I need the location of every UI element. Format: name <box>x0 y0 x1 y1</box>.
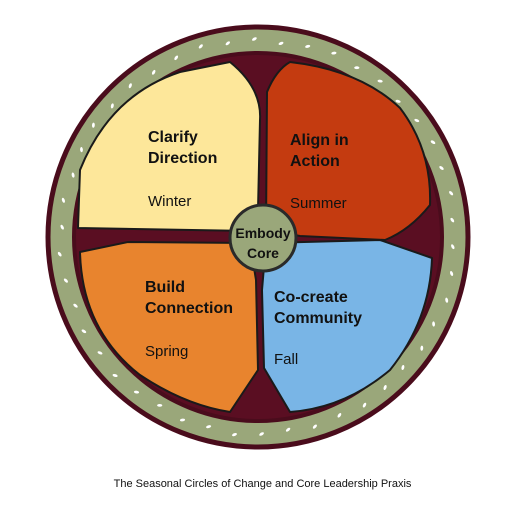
core-line2: Core <box>247 245 279 261</box>
quadrant-spring <box>79 241 259 413</box>
ring-dot <box>252 37 257 41</box>
winter-title-line2: Direction <box>148 150 217 167</box>
ring-dot <box>133 390 140 394</box>
ring-dot <box>449 191 454 196</box>
ring-dot <box>450 270 454 277</box>
quadrant-winter <box>77 61 262 232</box>
ring-dot <box>354 66 360 70</box>
winter-season: Winter <box>148 193 191 210</box>
diagram-caption: The Seasonal Circles of Change and Core … <box>113 478 412 490</box>
ring-dot <box>206 425 212 429</box>
ring-dot <box>151 69 156 75</box>
ring-dot <box>451 244 455 250</box>
ring-dot <box>174 55 179 61</box>
ring-dot <box>377 79 383 83</box>
ring-dot <box>414 118 420 123</box>
ring-dot <box>395 99 401 103</box>
ring-dot <box>110 103 114 109</box>
summer-title-line1: Align in <box>290 132 349 149</box>
ring-dot <box>362 402 367 408</box>
ring-dot <box>232 432 237 437</box>
ring-dot <box>337 413 342 418</box>
ring-dot <box>63 278 68 283</box>
ring-dot <box>157 404 163 407</box>
ring-dot <box>285 427 291 432</box>
fall-title-line1: Co-create <box>274 289 348 306</box>
ring-dot <box>60 224 64 230</box>
fall-season: Fall <box>274 351 298 368</box>
ring-dots <box>57 37 455 437</box>
ring-dot <box>198 44 203 49</box>
ring-dot <box>80 147 83 153</box>
ring-dot <box>450 217 455 223</box>
ring-dot <box>97 351 103 355</box>
ring-dot <box>312 424 317 429</box>
quadrant-summer <box>265 61 432 241</box>
ring-dot <box>61 197 65 203</box>
core-line1: Embody <box>235 225 290 241</box>
summer-title-line2: Action <box>290 153 340 170</box>
summer-season: Summer <box>290 195 347 212</box>
ring-dot <box>71 172 75 178</box>
ring-dot <box>278 41 284 46</box>
ring-dot <box>430 140 436 145</box>
ring-dot <box>128 83 132 89</box>
ring-dot <box>420 345 424 351</box>
spring-title-line1: Build <box>145 279 185 296</box>
ring-dot <box>112 373 118 378</box>
ring-dot <box>57 251 62 257</box>
ring-dot <box>331 51 337 55</box>
fall-title-line2: Community <box>274 310 362 327</box>
ring-dot <box>401 364 405 371</box>
core-circle <box>228 203 298 273</box>
spring-season: Spring <box>145 343 188 360</box>
ring-dot <box>73 303 78 308</box>
ring-dot <box>439 166 444 170</box>
ring-dot <box>305 44 311 48</box>
ring-dot <box>445 297 449 303</box>
quadrant-fall <box>261 239 433 413</box>
ring-dot <box>383 385 387 390</box>
ring-dot <box>81 329 87 334</box>
ring-dot <box>225 41 231 46</box>
ring-dot <box>432 321 436 327</box>
spring-title-line2: Connection <box>145 300 233 317</box>
ring-dot <box>179 418 186 422</box>
ring-dot <box>259 432 264 436</box>
winter-title-line1: Clarify <box>148 129 198 146</box>
ring-dot <box>91 122 95 128</box>
